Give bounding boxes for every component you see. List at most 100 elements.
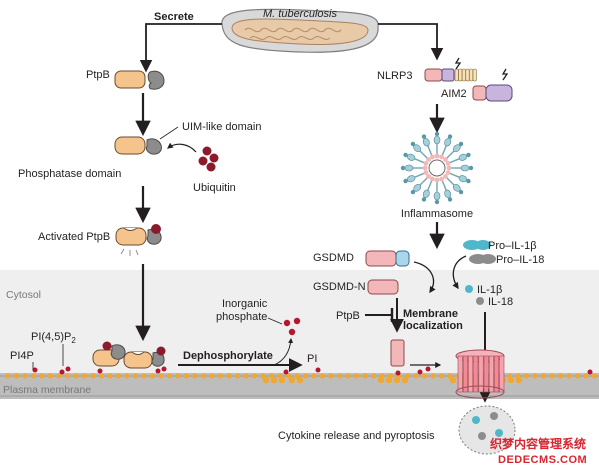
phosphate-headgroup (417, 369, 423, 375)
membrane-lipid-head (377, 376, 385, 384)
membrane-lipid-head (591, 373, 598, 379)
membrane-lipid-head (278, 376, 286, 384)
plasma-membrane-label: Plasma membrane (3, 384, 91, 396)
phosphate-headgroup (587, 369, 593, 375)
membrane-lipid-head (549, 373, 555, 379)
cytokine-release-vesicle (458, 405, 516, 455)
inflammasome-lrr (404, 164, 414, 172)
nlrp3-lrr-repeats (454, 68, 477, 82)
cytosol-label: Cytosol (6, 289, 41, 301)
membrane-lipid-head (90, 373, 96, 379)
membrane-lipid-head (288, 376, 296, 384)
inflammasome-label: Inflammasome (401, 208, 473, 220)
pore-subunit (473, 355, 479, 393)
inflammasome-lrr (422, 137, 430, 147)
inflammasome-pyd (445, 161, 451, 166)
membrane-lipid-head (507, 376, 515, 384)
phosphate-headgroup (59, 369, 65, 375)
il1b-label: IL-1β (477, 284, 502, 296)
phosphate-headgroup (32, 367, 38, 373)
il18-label: IL-18 (488, 296, 513, 308)
inflammasome-lrr (458, 175, 468, 183)
membrane-lipid-head (47, 373, 54, 379)
inflammasome-lrr (444, 137, 452, 147)
phosphate-headgroup (97, 368, 103, 374)
membrane-lipid-head (158, 373, 164, 379)
inflammasome-asc (403, 152, 408, 158)
inflammasome-pyd (426, 157, 431, 162)
membrane-lipid-head (251, 373, 258, 379)
mtb-bacterium (221, 8, 379, 53)
ubiquitin-chain (198, 146, 219, 172)
cytokine-release-label: Cytokine release and pyroptosis (278, 430, 435, 442)
inflammasome-lrr (422, 189, 430, 199)
pro-il-cleavage-arrow (452, 255, 467, 290)
pore-subunit (478, 355, 484, 393)
il18-dot (476, 297, 484, 305)
membrane-lipid-head (362, 373, 368, 379)
membrane-lipid-head (124, 373, 130, 379)
inflammasome-pyd (446, 165, 452, 171)
inflammasome-asc (434, 199, 440, 205)
pore-subunit (499, 355, 505, 393)
phosphate-headgroup (161, 366, 167, 372)
bacterium-label: M. tuberculosis (263, 8, 337, 20)
inflammasome-pyd (434, 153, 440, 159)
phosphate-headgroup (315, 367, 321, 373)
pi45p2-label: PI(4,5)P2 (31, 331, 76, 345)
membrane-lipid-head (262, 376, 270, 384)
inflammasome-asc (410, 189, 416, 195)
membrane-lipid-head (296, 376, 304, 384)
inflammasome-asc (468, 165, 474, 171)
membrane-lipid-head (30, 373, 37, 379)
inflammasome-asc (400, 165, 406, 171)
dephosphorylate-label: Dephosphorylate (183, 350, 273, 362)
pro-il18-protein (469, 254, 496, 264)
membrane-lipid-head (149, 373, 156, 379)
membrane-ptpb-2 (123, 346, 166, 369)
phosphate-pointer (267, 317, 283, 325)
membrane-lipid-head (285, 373, 292, 379)
inflammasome-pyd (423, 170, 429, 175)
inflammasome-pyd (423, 161, 429, 166)
inflammasome-asc (447, 197, 453, 202)
membrane-lipid-head (64, 373, 71, 379)
bacterium-to-nlrp3-arrow (378, 23, 444, 61)
pore-subunit (462, 355, 468, 393)
membrane-lipid-head (319, 373, 326, 379)
ubiquitin-binding-arrow (167, 142, 197, 153)
inflammasome-pyd (430, 154, 435, 160)
ptpb-protein (114, 70, 165, 90)
lrr-repeat (458, 68, 463, 82)
membrane-lipid-head (217, 373, 224, 379)
membrane-lipid-head (385, 376, 393, 384)
membrane-lipid-head (98, 373, 105, 379)
membrane-ptpb-1 (92, 341, 126, 367)
membrane-lipid-head (449, 376, 457, 384)
inflammasome-lrr (458, 153, 468, 161)
inflammasome-asc (466, 152, 471, 158)
inflammasome-asc (421, 197, 427, 202)
phosphate-headgroup (283, 369, 289, 375)
inflammasome-asc (466, 178, 471, 184)
inflammasome-lrr (406, 175, 416, 183)
membrane-localization-label-2: localization (403, 320, 463, 332)
inflammasome-asc (421, 134, 427, 139)
aim2-label: AIM2 (441, 88, 467, 100)
membrane-lipid-head (39, 373, 45, 379)
pi45p2-base: PI(4,5)P (31, 331, 71, 343)
membrane-lipid-head (243, 373, 249, 379)
nlrp3-protein (424, 68, 477, 82)
membrane-lipid-head (311, 373, 317, 379)
watermark-line-1: 织梦内容管理系统 (490, 436, 586, 451)
membrane-lipid-head (81, 373, 88, 379)
uim-pointer (159, 126, 179, 140)
membrane-lipid-head (421, 373, 428, 379)
membrane-lipid-head (234, 373, 241, 379)
membrane-lipid-head (328, 373, 334, 379)
membrane-lipid-head (336, 373, 343, 379)
inorganic-label-2: phosphate (216, 311, 267, 323)
membrane-lipid-head (183, 373, 190, 379)
inorganic-label-1: Inorganic (222, 298, 268, 310)
